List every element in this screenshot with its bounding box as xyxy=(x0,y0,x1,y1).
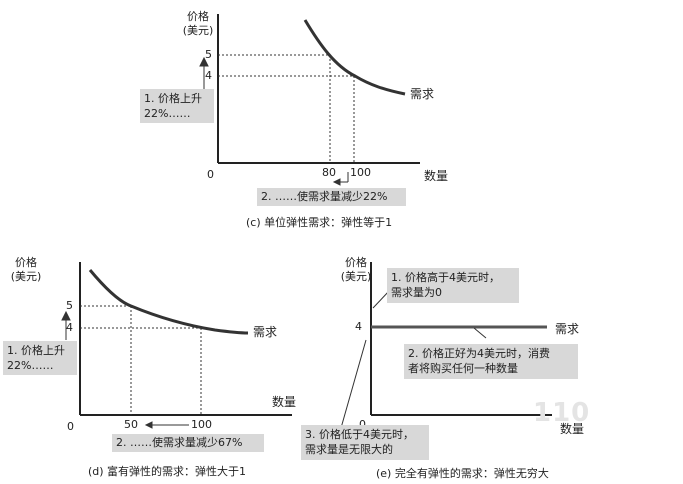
panel-d-y-tick-5: 5 xyxy=(66,299,73,312)
panel-d-curve-label: 需求 xyxy=(253,325,278,339)
panel-e-x-axis-title: 数量 xyxy=(560,422,585,436)
panel-d-y-tick-4: 4 xyxy=(66,321,73,334)
panel-e-y-axis-title: 价格 (美元) xyxy=(340,256,372,283)
panel-d-demand-curve xyxy=(88,269,249,335)
panel-d-x-tick-100: 100 xyxy=(191,418,212,431)
panel-c-x-axis-title: 数量 xyxy=(424,169,449,183)
panel-e-y-tick-4: 4 xyxy=(355,320,362,333)
panel-c-quantity-note: 2. ……使需求量减少22% xyxy=(257,188,406,206)
panel-c-guides xyxy=(218,54,355,163)
panel-e-note-equal: 2. 价格正好为4美元时，消费 者将购买任何一种数量 xyxy=(404,344,578,379)
panel-e-axes xyxy=(370,262,552,416)
panel-c-x-tick-100: 100 xyxy=(350,166,371,179)
panel-c-price-note: 1. 价格上升 22%…… xyxy=(140,89,214,123)
panel-c-y-tick-5: 5 xyxy=(205,48,212,61)
panel-c-y-axis-title: 价格 (美元) xyxy=(182,10,214,37)
panel-e-note-above: 1. 价格高于4美元时， 需求量为0 xyxy=(387,268,519,303)
panel-e-note-below: 3. 价格低于4美元时， 需求量是无限大的 xyxy=(301,425,429,460)
panel-d-y-axis-title: 价格 (美元) xyxy=(10,256,42,283)
panel-c-curve-label: 需求 xyxy=(410,87,435,101)
panel-e-caption: (e) 完全有弹性的需求：弹性无穷大 xyxy=(376,467,549,480)
panel-d-x-tick-50: 50 xyxy=(124,418,138,431)
panel-c-demand-curve xyxy=(303,19,406,96)
panel-c-caption: (c) 单位弹性需求：弹性等于1 xyxy=(246,216,393,229)
panel-d-price-note: 1. 价格上升 22%…… xyxy=(3,341,77,375)
panel-d-quantity-note: 2. ……使需求量减少67% xyxy=(112,434,264,452)
panel-d-origin: 0 xyxy=(67,420,74,433)
panel-c-origin: 0 xyxy=(207,168,214,181)
panel-c-arrows xyxy=(199,56,349,186)
panel-c-y-tick-4: 4 xyxy=(205,69,212,82)
panel-e-curve-label: 需求 xyxy=(555,322,580,336)
panel-d-x-axis-title: 数量 xyxy=(272,395,297,409)
panel-d-caption: (d) 富有弹性的需求：弹性大于1 xyxy=(88,465,247,478)
panel-c-axes xyxy=(217,14,420,164)
panel-c-x-tick-80: 80 xyxy=(322,166,336,179)
panel-d-arrows xyxy=(61,310,189,429)
panel-d-guides xyxy=(80,305,202,415)
watermark: 110 xyxy=(533,398,591,428)
panel-d-axes xyxy=(79,262,292,416)
panel-e-origin: 0 xyxy=(359,418,366,431)
